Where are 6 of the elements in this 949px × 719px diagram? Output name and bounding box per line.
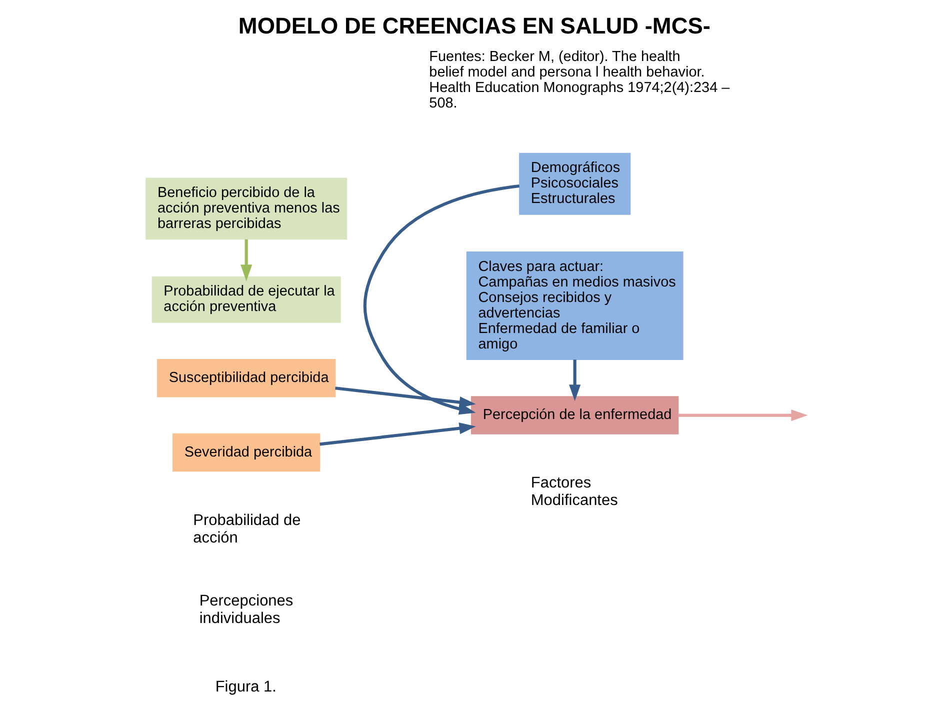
label: Probabilidad de acción <box>192 512 300 546</box>
diagram-title: MODELO DE CREENCIAS EN SALUD -MCS- <box>238 12 710 39</box>
label: Figura 1. <box>214 678 276 696</box>
caption: Fuentes: Becker M, (editor). The health belief model and persona l health behavior. Health Education Monographs 1974;2(4):234 – 508. <box>428 49 730 112</box>
label: Percepciones individuales <box>198 592 293 627</box>
label: Factores Modificantes <box>530 474 618 510</box>
